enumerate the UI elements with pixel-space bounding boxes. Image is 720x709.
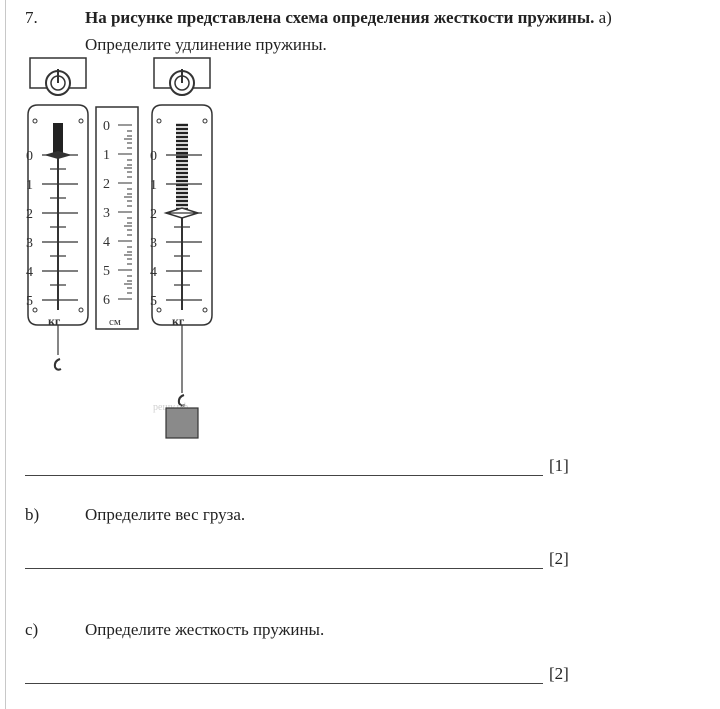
part-c-text: Определите жесткость пружины.	[85, 620, 325, 639]
scale-label: 0	[26, 149, 33, 164]
rivet	[202, 307, 208, 313]
ruler-label: 6	[103, 293, 110, 308]
marks-a: [1]	[549, 456, 569, 475]
answer-line-b[interactable]	[25, 568, 543, 569]
scale-lines	[166, 154, 202, 301]
ruler-ticks	[118, 124, 132, 300]
ruler-label: 5	[103, 264, 110, 279]
spring-coil-stretched	[176, 123, 188, 211]
margin-rule	[5, 0, 6, 709]
question-number: 7.	[25, 8, 38, 27]
dynamometer-unloaded: 0 1 2 3 4 5 кг	[26, 57, 89, 371]
ruler-label: 2	[103, 177, 110, 192]
marks-b: [2]	[549, 549, 569, 568]
rivet	[32, 307, 38, 313]
question-title: На рисунке представлена схема определени…	[85, 8, 612, 28]
rivet	[78, 118, 84, 124]
answer-line-c[interactable]	[25, 683, 543, 684]
ruler-unit: см	[109, 316, 121, 328]
hook-icon	[177, 394, 186, 407]
weight-block	[165, 407, 199, 439]
scale-label: 2	[26, 207, 33, 222]
part-a-text: Определите удлинение пружины.	[85, 35, 327, 54]
answer-line-a[interactable]	[25, 475, 543, 476]
dynamometer-loaded: 0 1 2 3 4 5 кг решу.рф	[150, 57, 213, 439]
scale-label: 5	[26, 294, 33, 309]
rivet	[202, 118, 208, 124]
part-b-text: Определите вес груза.	[85, 505, 246, 524]
hook-icon	[53, 358, 62, 371]
ruler-label: 3	[103, 206, 110, 221]
scale-label: 4	[150, 265, 157, 280]
part-a-label: a)	[598, 8, 612, 27]
ruler-label: 0	[103, 119, 110, 134]
unit-label: кг	[48, 314, 61, 328]
rivet	[156, 307, 162, 313]
ruler-label: 1	[103, 148, 110, 163]
part-b-label: b)	[25, 505, 40, 524]
ruler: 0 1 2 3 4 5 6 см	[95, 106, 139, 330]
scale-label: 2	[150, 207, 157, 222]
unit-label: кг	[172, 314, 185, 328]
scale-label: 1	[26, 178, 33, 193]
scale-label: 5	[150, 294, 157, 309]
scale-lines	[42, 154, 78, 301]
scale-label: 0	[150, 149, 157, 164]
marks-c: [2]	[549, 664, 569, 683]
rivet	[156, 118, 162, 124]
rivet	[78, 307, 84, 313]
rivet	[32, 118, 38, 124]
scale-label: 3	[150, 236, 157, 251]
question-title-bold: На рисунке представлена схема определени…	[85, 8, 595, 27]
ruler-label: 4	[103, 235, 110, 250]
scale-label: 1	[150, 178, 157, 193]
spring-stiffness-figure: 0 1 2 3 4 5 кг	[26, 57, 213, 439]
spring-coil	[53, 123, 63, 155]
part-c-label: c)	[25, 620, 39, 639]
scale-label: 4	[26, 265, 33, 280]
scale-label: 3	[26, 236, 33, 251]
